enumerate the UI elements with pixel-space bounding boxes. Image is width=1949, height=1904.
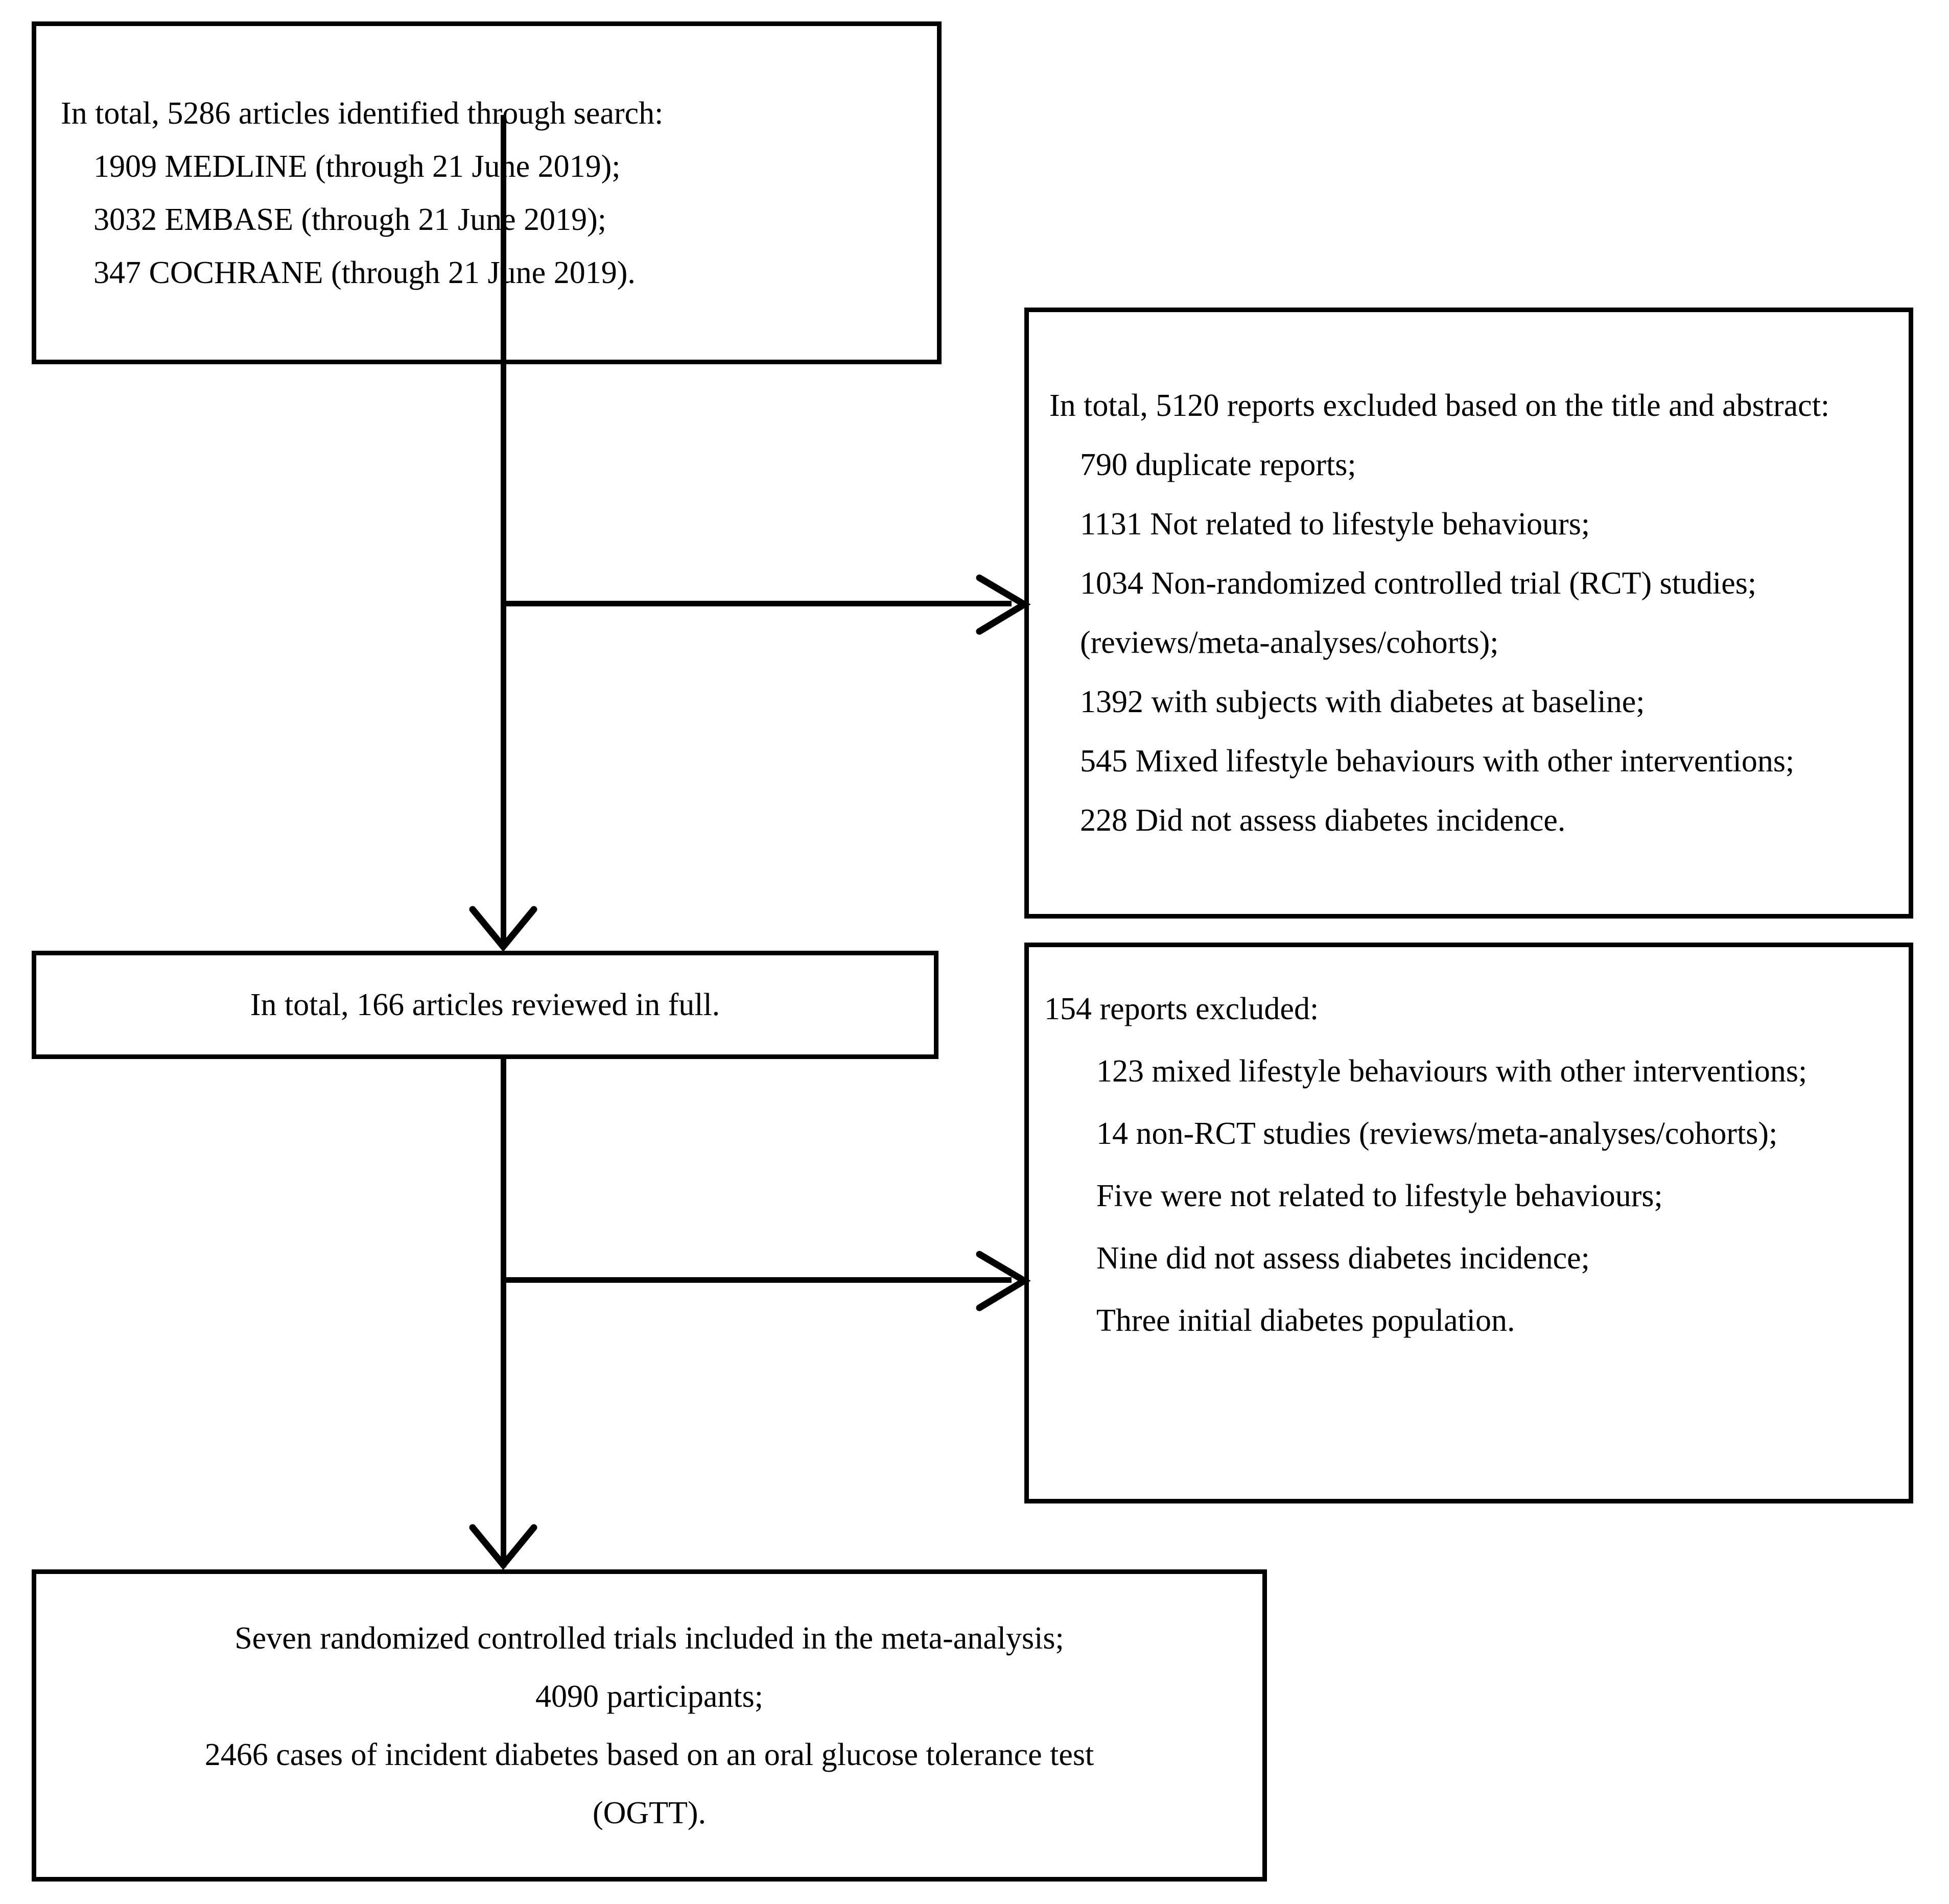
connector-vertical-identification-to-reviewed: [501, 115, 506, 948]
reviewed-full-line-0: In total, 166 articles reviewed in full.: [250, 988, 720, 1022]
connector-horizontal-to-excluded-title-abstract: [503, 601, 1012, 606]
connector-vertical-reviewed-to-included: [501, 1059, 506, 1567]
excluded-fulltext-line-5: Three initial diabetes population.: [1096, 1303, 1515, 1338]
excluded-title-abstract-line-5: 1392 with subjects with diabetes at base…: [1080, 685, 1645, 719]
identification-line-2: 3032 EMBASE (through 21 June 2019);: [93, 202, 607, 237]
arrowhead-right-to-excluded-title-abstract: [973, 573, 1031, 637]
box-excluded-fulltext: 154 reports excluded: 123 mixed lifestyl…: [1024, 943, 1913, 1503]
excluded-title-abstract-line-4: (reviews/meta-analyses/cohorts);: [1080, 625, 1499, 660]
excluded-title-abstract-line-6: 545 Mixed lifestyle behaviours with othe…: [1080, 744, 1795, 779]
excluded-fulltext-line-2: 14 non-RCT studies (reviews/meta-analyse…: [1096, 1116, 1778, 1151]
excluded-fulltext-line-0: 154 reports excluded:: [1044, 992, 1319, 1026]
excluded-title-abstract-line-7: 228 Did not assess diabetes incidence.: [1080, 803, 1566, 838]
excluded-fulltext-line-4: Nine did not assess diabetes incidence;: [1096, 1241, 1590, 1276]
included-line-1: 4090 participants;: [535, 1679, 763, 1714]
identification-line-3: 347 COCHRANE (through 21 June 2019).: [93, 255, 636, 290]
excluded-fulltext-line-1: 123 mixed lifestyle behaviours with othe…: [1096, 1054, 1807, 1089]
included-line-2: 2466 cases of incident diabetes based on…: [204, 1737, 1094, 1772]
arrowhead-right-to-excluded-fulltext: [973, 1249, 1031, 1313]
included-line-3: (OGTT).: [592, 1795, 707, 1830]
box-identification: In total, 5286 articles identified throu…: [32, 21, 942, 364]
excluded-title-abstract-line-2: 1131 Not related to lifestyle behaviours…: [1080, 507, 1590, 542]
included-line-0: Seven randomized controlled trials inclu…: [234, 1620, 1064, 1656]
excluded-title-abstract-line-1: 790 duplicate reports;: [1080, 448, 1356, 482]
excluded-title-abstract-line-0: In total, 5120 reports excluded based on…: [1049, 388, 1830, 423]
identification-line-0: In total, 5286 articles identified throu…: [61, 96, 664, 131]
box-reviewed-full: In total, 166 articles reviewed in full.: [32, 951, 938, 1059]
identification-line-1: 1909 MEDLINE (through 21 June 2019);: [93, 149, 621, 184]
connector-horizontal-to-excluded-fulltext: [503, 1277, 1012, 1283]
box-excluded-title-abstract: In total, 5120 reports excluded based on…: [1024, 308, 1913, 919]
box-included: Seven randomized controlled trials inclu…: [32, 1569, 1267, 1882]
excluded-title-abstract-line-3: 1034 Non-randomized controlled trial (RC…: [1080, 566, 1757, 601]
excluded-fulltext-line-3: Five were not related to lifestyle behav…: [1096, 1179, 1663, 1213]
